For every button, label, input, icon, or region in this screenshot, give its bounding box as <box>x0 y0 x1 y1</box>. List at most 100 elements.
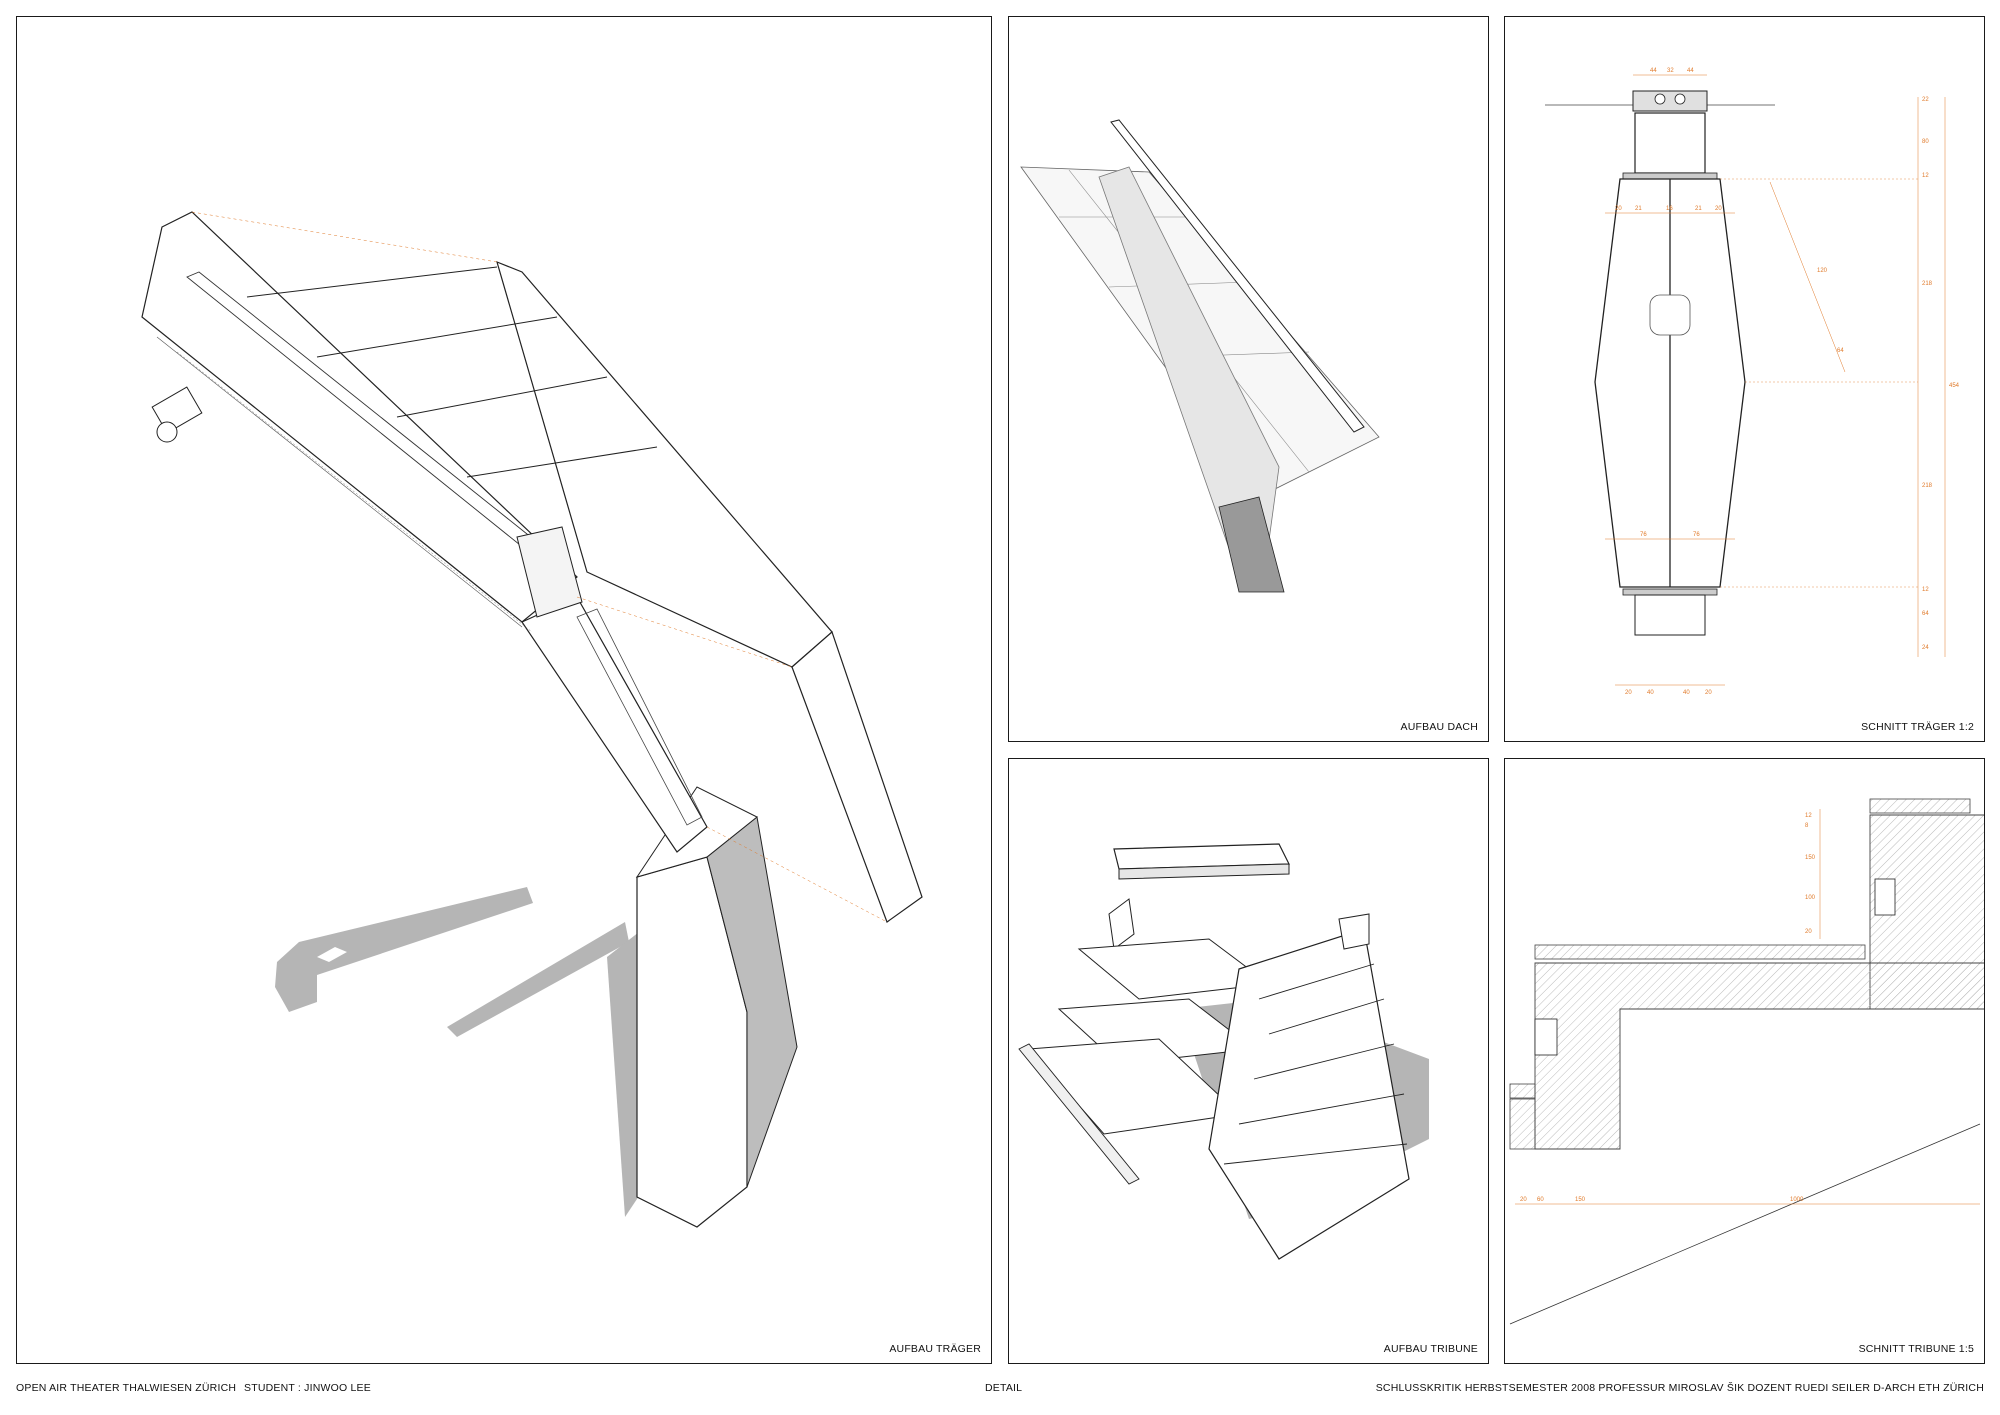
stair-tread <box>1258 963 1375 1000</box>
dim-tribune-left-3: 150 <box>1805 855 1816 861</box>
dim-tribune-left-4: 100 <box>1805 895 1816 901</box>
stair-tread <box>1238 1093 1405 1125</box>
column-shadow <box>447 922 629 1037</box>
caption-schnitt-tribune: SCHNITT TRIBUNE 1:5 <box>1858 1343 1974 1355</box>
dim-tribune-left-1: 12 <box>1805 813 1812 819</box>
dim-bottom-3: 40 <box>1683 690 1690 696</box>
box-section <box>1634 112 1706 174</box>
beam-edge-line <box>156 336 523 628</box>
dim-top-3: 44 <box>1687 68 1694 74</box>
beam-shadow <box>275 887 533 1012</box>
dim-top-1: 44 <box>1650 68 1657 74</box>
tribune-section-drawing: 12 8 150 100 20 20 60 150 1000 <box>1509 798 1984 1325</box>
spotlight-lens <box>156 421 178 443</box>
panel-schnitt-traeger: 44 32 44 20 21 16 21 20 76 76 20 40 40 2… <box>1504 16 1985 742</box>
panel-aufbau-tribune: AUFBAU TRIBUNE <box>1008 758 1489 1364</box>
dim-tribune-bottom-2: 60 <box>1537 1197 1544 1203</box>
construction-line <box>576 596 793 668</box>
dim-bottom-1: 20 <box>1625 690 1632 696</box>
bolt-icon <box>1674 93 1686 105</box>
stair-tread <box>1268 998 1385 1035</box>
ground-line <box>1509 1123 1981 1325</box>
panel-aufbau-traeger: AUFBAU TRÄGER <box>16 16 992 1364</box>
beam-lower-inner <box>576 608 703 826</box>
dim-right-8: 24 <box>1922 645 1929 651</box>
beam-shadow-rungs <box>317 947 347 962</box>
roof-beam-frame <box>1098 166 1280 578</box>
caption-aufbau-dach: AUFBAU DACH <box>1400 721 1478 733</box>
roof-slab-lower <box>791 630 923 923</box>
beam-lower-foot <box>1218 496 1285 593</box>
construction-line <box>706 826 888 923</box>
upper-step-body <box>1869 814 1984 1010</box>
dim-right-6: 12 <box>1922 587 1929 593</box>
stair-tread <box>1223 1143 1408 1165</box>
dim-tribune-bottom-1: 20 <box>1520 1197 1527 1203</box>
lower-flange <box>1622 588 1718 596</box>
caption-aufbau-traeger: AUFBAU TRÄGER <box>889 1343 981 1355</box>
footer-student: STUDENT : JINWOO LEE <box>244 1382 371 1394</box>
panel-schnitt-tribune: 12 8 150 100 20 20 60 150 1000 SCHNITT T… <box>1504 758 1985 1364</box>
dim-upper-3: 16 <box>1666 206 1673 212</box>
footer-project: OPEN AIR THEATER THALWIESEN ZÜRICH <box>16 1382 237 1394</box>
dim-mid-1: 76 <box>1640 532 1647 538</box>
roof-rafter <box>316 316 558 358</box>
caption-schnitt-traeger: SCHNITT TRÄGER 1:2 <box>1861 721 1974 733</box>
spotlight-icon <box>151 386 203 434</box>
dim-right-7: 64 <box>1922 611 1929 617</box>
dim-upper-2: 21 <box>1635 206 1642 212</box>
upper-flange <box>1622 172 1718 180</box>
tribune-bench-rail <box>1018 1043 1140 1185</box>
dim-right-3: 12 <box>1922 173 1929 179</box>
column-shadow-2 <box>607 932 645 1217</box>
bolt-icon <box>1654 93 1666 105</box>
panel-aufbau-dach: AUFBAU DACH <box>1008 16 1489 742</box>
stair-tread <box>1253 1043 1395 1080</box>
dim-angle-2: 64 <box>1837 348 1844 354</box>
tribune-axonometric-drawing <box>1018 843 1429 1260</box>
dim-tribune-left-2: 8 <box>1805 823 1809 829</box>
dim-upper-4: 21 <box>1695 206 1702 212</box>
angle-dimension <box>1769 181 1846 373</box>
dim-tribune-left-5: 20 <box>1805 929 1812 935</box>
dim-tribune-bottom-3: 150 <box>1575 1197 1586 1203</box>
dim-tribune-bottom-4: 1000 <box>1790 1197 1804 1203</box>
beam-lower <box>521 596 708 853</box>
dim-top-2: 32 <box>1667 68 1674 74</box>
roof-rafter <box>246 266 498 298</box>
tribune-canopy-front <box>1118 863 1290 880</box>
construction-line <box>191 211 498 263</box>
dim-bottom-2: 40 <box>1647 690 1654 696</box>
beam-section-drawing: 44 32 44 20 21 16 21 20 76 76 20 40 40 2… <box>1545 68 1960 696</box>
dim-bottom-4: 20 <box>1705 690 1712 696</box>
top-cap <box>1632 90 1708 112</box>
dim-right-1: 22 <box>1922 97 1929 103</box>
footer-credits: SCHLUSSKRITIK HERBSTSEMESTER 2008 PROFES… <box>1375 1382 1984 1394</box>
dim-mid-2: 76 <box>1693 532 1700 538</box>
dim-right-4: 218 <box>1922 281 1933 287</box>
stair-side-wall <box>1338 913 1370 950</box>
dim-angle-1: 120 <box>1817 268 1828 274</box>
dim-right-2: 80 <box>1922 139 1929 145</box>
dim-right-5: 218 <box>1922 483 1933 489</box>
roof-rafter <box>396 376 608 418</box>
dim-total: 454 <box>1949 383 1960 389</box>
lower-step-body <box>1509 1098 1536 1150</box>
dim-upper-1: 20 <box>1615 206 1622 212</box>
roof-axonometric-drawing <box>1020 119 1380 593</box>
beam-axonometric-drawing <box>141 211 923 1228</box>
tribune-stair <box>1208 928 1410 1260</box>
dim-upper-5: 20 <box>1715 206 1722 212</box>
step-slab <box>1534 962 1984 1150</box>
roof-rafter <box>466 446 658 478</box>
lower-box <box>1634 594 1706 636</box>
joint-plate <box>516 526 583 618</box>
footer-sheet-title: DETAIL <box>985 1382 1023 1394</box>
tread-deck <box>1534 944 1866 960</box>
seat-profile <box>1874 878 1896 916</box>
beam-bolt-line <box>176 351 533 633</box>
top-step-deck <box>1869 798 1971 814</box>
tribune-back-wall <box>1108 898 1135 950</box>
service-opening <box>1649 294 1691 336</box>
